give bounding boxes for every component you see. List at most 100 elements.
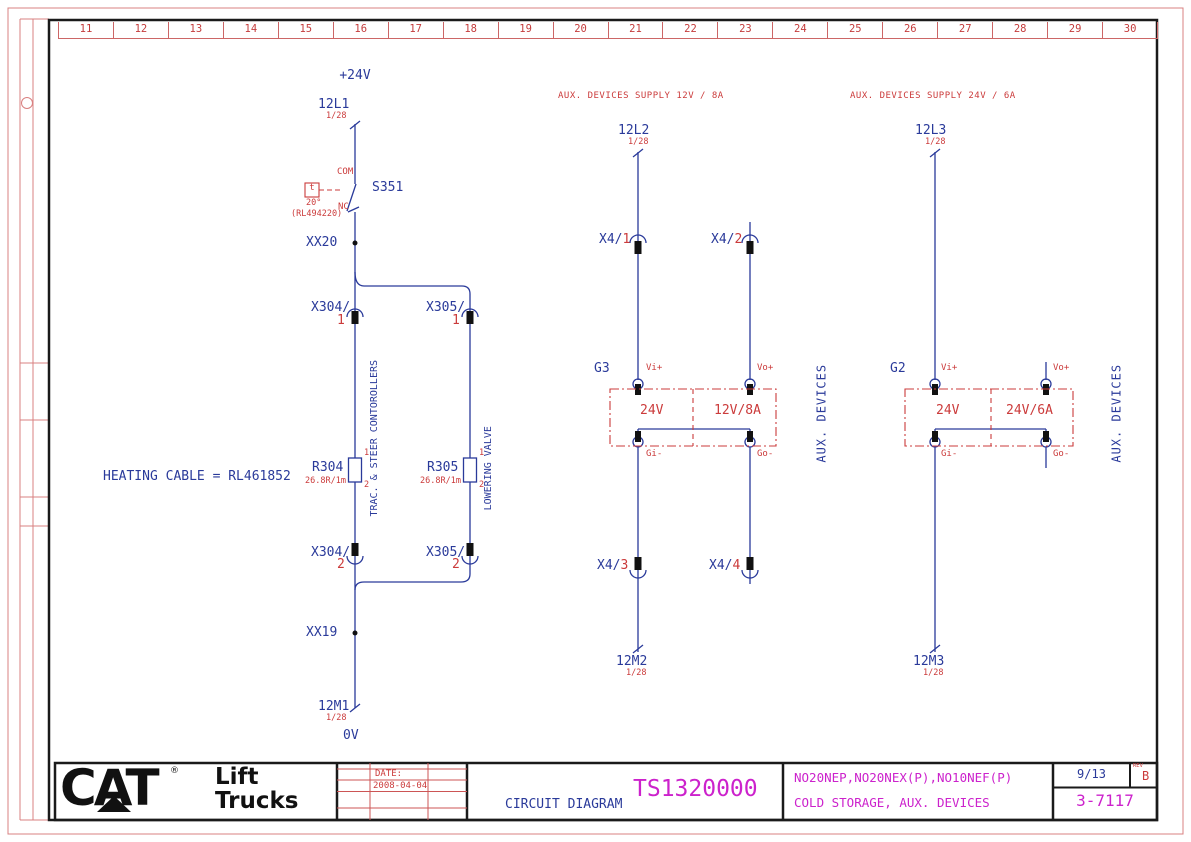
g2-input-voltage: 24V xyxy=(936,403,960,418)
resistor-r304-pin2: 2 xyxy=(364,480,370,490)
date-grid xyxy=(337,763,467,820)
node-ref-12l3: 1/28 xyxy=(925,137,946,147)
connector-x4-pin1: 1 xyxy=(622,232,631,247)
connector-label-x4-3: X4/3 xyxy=(597,559,628,573)
converter-designator-g2: G2 xyxy=(890,361,906,376)
resistor-r304-pin1: 1 xyxy=(364,448,370,458)
model-list: NO20NEP,NO20NEX(P),NO10NEF(P) xyxy=(794,770,1013,785)
resistor-value-r304: 26.8R/1m xyxy=(305,476,346,486)
g3-terminal-vi: Vi+ xyxy=(646,363,663,373)
ruler-cell: 16 xyxy=(332,22,388,38)
document-number: TS1320000 xyxy=(633,776,758,802)
converter-designator-g3: G3 xyxy=(594,361,610,376)
ruler-cell: 14 xyxy=(222,22,278,38)
connector-x4-prefix: X4/ xyxy=(599,232,623,247)
ruler-cell: 18 xyxy=(442,22,498,38)
page-frame xyxy=(7,7,1184,835)
junction-xx20 xyxy=(352,240,358,246)
brand-lift-label: Lift xyxy=(215,764,259,790)
resistor-label-r305: R305 xyxy=(427,460,459,475)
switch-com-label: COM xyxy=(337,167,354,177)
switch-temp-label: 20° xyxy=(306,198,322,208)
label-aux-devices-24v: AUX. DEVICES xyxy=(1109,363,1124,463)
connector-label-x4-2: X4/2 xyxy=(711,233,742,247)
ruler-cell: 13 xyxy=(167,22,223,38)
g3-input-voltage: 24V xyxy=(640,403,664,418)
connector-label-x304-top: X304/ xyxy=(311,300,351,315)
node-ref-12m2: 1/28 xyxy=(626,668,647,678)
node-ref-12l1: 1/28 xyxy=(326,111,347,121)
resistor-value-r305: 26.8R/1m xyxy=(420,476,461,486)
resistor-r305 xyxy=(462,457,478,483)
red-annotations xyxy=(304,182,1074,447)
node-ref-12m1: 1/28 xyxy=(326,713,347,723)
resistor-label-r304: R304 xyxy=(312,460,344,475)
revision-label: REV xyxy=(1133,763,1143,769)
connector-label-x4-4: X4/4 xyxy=(709,559,740,573)
ruler-cell: 29 xyxy=(1047,22,1102,38)
date-value: 2008-04-04 xyxy=(373,781,428,791)
node-label-12m2: 12M2 xyxy=(616,654,648,669)
node-label-12l3: 12L3 xyxy=(915,123,947,138)
connector-x4-pin2: 2 xyxy=(734,232,743,247)
connector-pin-x305-1: 1 xyxy=(452,313,460,328)
switch-part-number: (RL494220) xyxy=(291,209,343,219)
supply-rail-0v-label: 0V xyxy=(343,728,359,743)
connector-x4-prefix: X4/ xyxy=(711,232,735,247)
g2-terminal-gi: Gi- xyxy=(941,449,958,459)
brand-trucks-label: Trucks xyxy=(215,788,299,814)
resistor-symbols xyxy=(347,457,478,483)
titleblock-frame xyxy=(53,761,1159,822)
g3-terminal-go: Go- xyxy=(757,449,774,459)
connector-x4-pin3: 3 xyxy=(620,558,629,573)
g2-terminal-vi: Vi+ xyxy=(941,363,958,373)
connector-label-x305-bottom: X305/ xyxy=(426,545,466,560)
ruler-cell: 12 xyxy=(112,22,168,38)
node-label-xx20: XX20 xyxy=(306,235,338,250)
resistor-r305-pin2: 2 xyxy=(479,480,485,490)
converter-box-g2 xyxy=(904,388,1074,447)
ruler-cell: 19 xyxy=(497,22,553,38)
drawing-number: 3-7117 xyxy=(1076,791,1134,810)
node-label-xx19: XX19 xyxy=(306,625,338,640)
connector-label-x4-1: X4/1 xyxy=(599,233,630,247)
ruler-cell: 15 xyxy=(277,22,333,38)
ruler-cell: 30 xyxy=(1102,22,1157,38)
ruler-cell: 22 xyxy=(662,22,717,38)
date-label: DATE: xyxy=(375,769,403,779)
g2-terminal-vo: Vo+ xyxy=(1053,363,1070,373)
ruler-cell: 26 xyxy=(882,22,937,38)
ruler-cell: 17 xyxy=(387,22,443,38)
ruler-cell: 21 xyxy=(607,22,663,38)
junction-xx19 xyxy=(352,630,358,636)
g3-terminal-gi: Gi- xyxy=(646,449,663,459)
g3-terminal-vo: Vo+ xyxy=(757,363,774,373)
supply-rail-24v-label: +24V xyxy=(339,68,371,83)
cat-triangle-icon xyxy=(97,796,131,812)
connector-x4-pin4: 4 xyxy=(732,558,741,573)
switch-nc-label: NC xyxy=(338,202,349,212)
revision-value: B xyxy=(1142,769,1150,783)
label-aux-devices-12v: AUX. DEVICES xyxy=(814,363,829,463)
node-label-12l1: 12L1 xyxy=(318,97,350,112)
ruler-cell: 20 xyxy=(552,22,608,38)
ruler-cell: 28 xyxy=(992,22,1047,38)
connector-x4-prefix: X4/ xyxy=(709,558,733,573)
ruler-cell: 11 xyxy=(58,22,113,38)
g2-output-rating: 24V/6A xyxy=(1006,403,1053,418)
resistor-r304 xyxy=(347,457,363,483)
switch-designator-s351: S351 xyxy=(372,180,404,195)
connector-pin-x304-2: 2 xyxy=(337,557,345,572)
drawing-subtitle: COLD STORAGE, AUX. DEVICES xyxy=(794,795,990,810)
node-ref-12m3: 1/28 xyxy=(923,668,944,678)
ruler-cell: 27 xyxy=(937,22,992,38)
section-title-12v-supply: AUX. DEVICES SUPPLY 12V / 8A xyxy=(558,91,724,101)
node-label-12m3: 12M3 xyxy=(913,654,945,669)
label-trac-steer-controllers: TRAC. & STEER CONTOROLLERS xyxy=(368,359,380,517)
connector-label-x304-bottom: X304/ xyxy=(311,545,351,560)
connector-pin-x305-2: 2 xyxy=(452,557,460,572)
ruler-cell: 23 xyxy=(717,22,772,38)
thermal-sensor-letter: t xyxy=(309,183,315,193)
